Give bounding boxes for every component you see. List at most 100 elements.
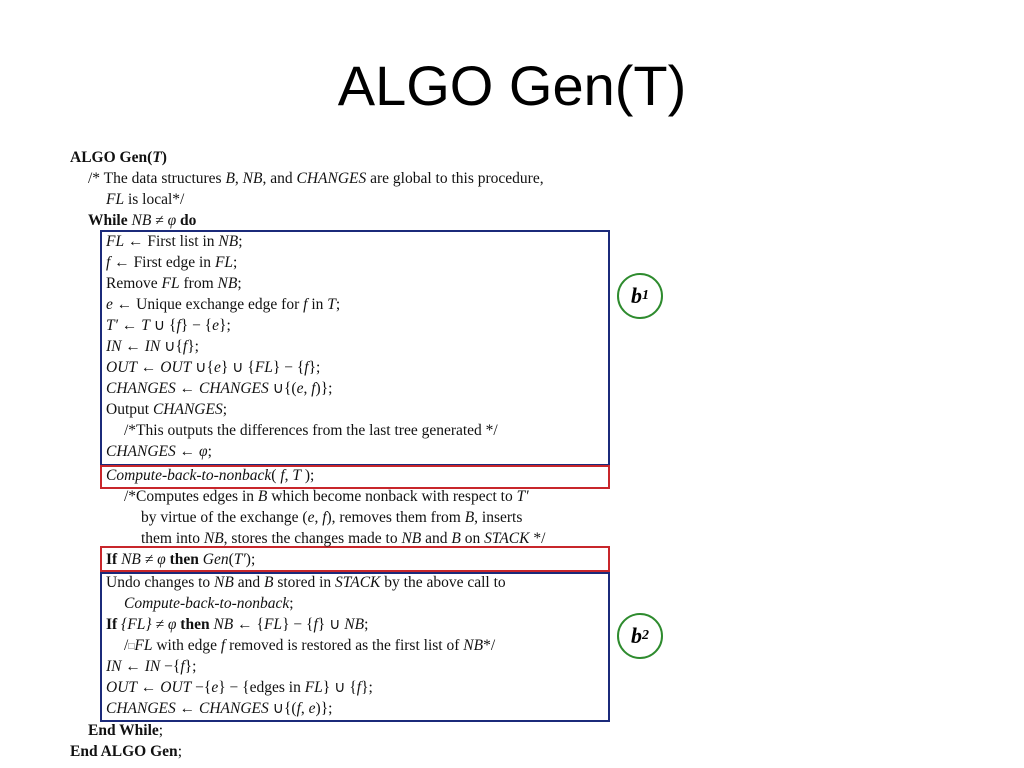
- text: T′: [233, 551, 246, 568]
- code-line-08: e ← Unique exchange edge for f in T;: [106, 295, 340, 316]
- text: /*This outputs the differences from the …: [124, 422, 498, 439]
- text: ;: [289, 595, 294, 612]
- text: };: [308, 359, 321, 376]
- code-line-16: Compute-back-to-nonback( f, T );: [106, 466, 314, 487]
- text: which become nonback with respect to: [267, 488, 517, 505]
- text: CHANGES: [106, 380, 176, 397]
- text: ←: [175, 700, 199, 717]
- text: STACK: [484, 530, 530, 547]
- text: */: [529, 530, 546, 547]
- code-line-11: OUT ← OUT ∪{e} ∪ {FL} − {f};: [106, 358, 320, 379]
- text: CHANGES: [296, 170, 367, 187]
- badge-b1-base: b: [631, 283, 642, 308]
- text: ∪ {: [149, 317, 177, 334]
- text: removed is restored as the first list of: [225, 637, 464, 654]
- badge-b1-sub: 1: [642, 288, 649, 303]
- text: ← Unique exchange edge for: [112, 296, 304, 313]
- code-line-20: If NB ≠ φ then Gen(T′);: [106, 550, 255, 571]
- code-line-09: T′ ← T ∪ {f} − {e};: [106, 316, 231, 337]
- text: f: [311, 380, 316, 397]
- text: {FL} ≠ φ: [121, 616, 177, 633]
- text: T: [327, 296, 336, 313]
- text: in: [307, 296, 328, 313]
- text: f: [296, 700, 301, 717]
- text: T′: [516, 488, 529, 505]
- text: NB: [218, 233, 239, 250]
- text: /*Computes edges in: [124, 488, 258, 505]
- text: NB: [242, 170, 263, 187]
- text: Gen: [202, 551, 229, 568]
- text: };: [187, 338, 199, 355]
- text: e: [212, 317, 220, 334]
- text: B: [225, 170, 235, 187]
- text: ;: [158, 722, 164, 739]
- text: ;: [233, 254, 238, 271]
- text: f: [303, 296, 308, 313]
- text: ;: [237, 275, 242, 292]
- code-line-23: If {FL} ≠ φ then NB ← {FL} − {f} ∪ NB;: [106, 615, 368, 636]
- text: If: [106, 616, 122, 633]
- text: FL: [214, 254, 234, 271]
- text: ←: [175, 380, 199, 397]
- text: ,: [303, 380, 312, 397]
- text: FL: [254, 359, 273, 376]
- text: B: [451, 530, 461, 547]
- code-line-10: IN ← IN ∪{f};: [106, 337, 199, 358]
- code-line-06: f ← First edge in FL;: [106, 253, 237, 274]
- text: , inserts: [474, 509, 523, 526]
- text: from: [179, 275, 218, 292]
- text: NB: [214, 574, 234, 591]
- box-glyph-icon: □: [128, 641, 135, 652]
- text: ;: [335, 296, 341, 313]
- text: OUT: [106, 679, 138, 696]
- text: } − {: [180, 317, 213, 334]
- text: IN: [144, 338, 161, 355]
- text: } − {: [272, 359, 305, 376]
- text: ←: [121, 658, 145, 675]
- text: ←: [121, 338, 145, 355]
- text: stored in: [273, 574, 336, 591]
- text: e: [308, 700, 316, 717]
- code-line-07: Remove FL from NB;: [106, 274, 242, 295]
- text: ← First list in: [124, 233, 219, 250]
- text: ∪{: [160, 338, 183, 355]
- text: ,: [234, 170, 243, 187]
- text: f: [304, 359, 309, 376]
- text: ← {: [233, 616, 264, 633]
- code-line-21: Undo changes to NB and B stored in STACK…: [106, 573, 506, 594]
- text: e: [211, 679, 219, 696]
- code-line-14: /*This outputs the differences from the …: [124, 421, 498, 442]
- text: ;: [177, 743, 182, 760]
- text: ;: [364, 616, 369, 633]
- text: ;: [222, 401, 227, 418]
- text: with edge: [152, 637, 221, 654]
- text: , and: [262, 170, 297, 187]
- text: ), removes them from: [326, 509, 465, 526]
- text: CHANGES: [106, 700, 176, 717]
- text: CHANGES: [152, 401, 223, 418]
- code-line-05: FL ← First list in NB;: [106, 232, 243, 253]
- slide-title: ALGO Gen(T): [337, 54, 687, 117]
- text: NB: [344, 616, 365, 633]
- text: IN: [106, 658, 122, 675]
- text: (: [271, 467, 281, 484]
- text: B: [464, 509, 475, 526]
- recursive-call-highlight: [100, 546, 610, 572]
- text: are global to this procedure,: [366, 170, 544, 187]
- text: };: [361, 679, 373, 696]
- text: on: [460, 530, 485, 547]
- text: OUT: [160, 359, 192, 376]
- text: by the above call to: [380, 574, 506, 591]
- text: −{: [160, 658, 181, 675]
- text: ALGO Gen(: [70, 149, 153, 166]
- text: If: [106, 551, 122, 568]
- text: T: [141, 317, 150, 334]
- text: */: [483, 637, 496, 654]
- text: T′: [106, 317, 119, 334]
- text: ;: [238, 233, 243, 250]
- text: FL: [304, 679, 323, 696]
- text: then: [176, 616, 214, 633]
- text: ,: [300, 700, 309, 717]
- text: IN: [106, 338, 122, 355]
